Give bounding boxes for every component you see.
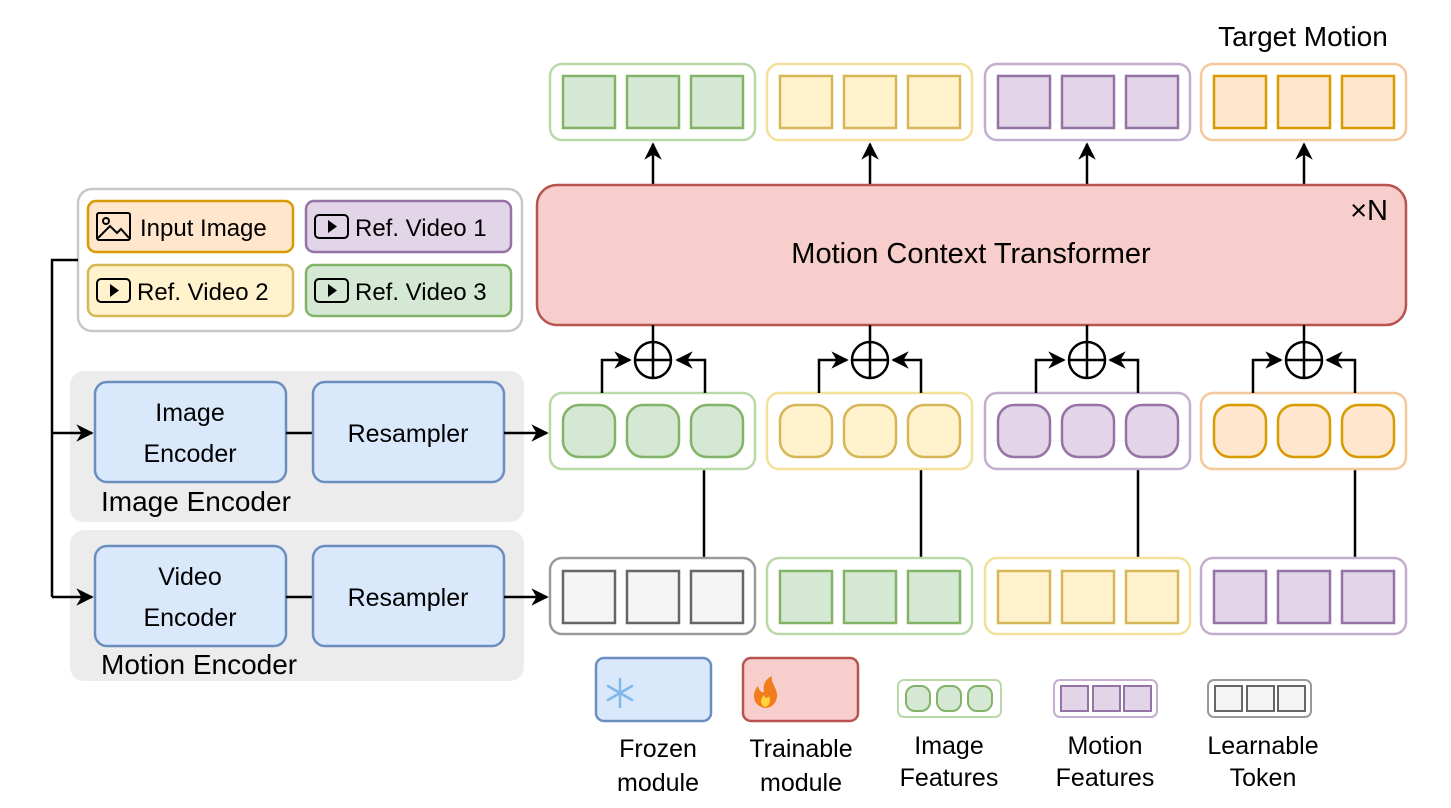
image-encoder-line2: Encoder bbox=[143, 440, 236, 468]
legend-image-features-line2: Features bbox=[900, 764, 999, 792]
legend-frozen-line2: module bbox=[617, 769, 699, 797]
image-icon bbox=[96, 212, 131, 241]
output-tokens-yellow bbox=[765, 62, 974, 142]
motion-encoder-group-title: Motion Encoder bbox=[101, 649, 297, 680]
image-features-orange bbox=[1199, 391, 1408, 471]
transformer-label: Motion Context Transformer bbox=[791, 238, 1151, 270]
image-features-purple bbox=[983, 391, 1192, 471]
output-tokens-orange bbox=[1199, 62, 1408, 142]
repeat-n-label: ×N bbox=[1350, 195, 1388, 227]
legend-image-features-swatch bbox=[897, 679, 1002, 718]
motion-tokens-green bbox=[765, 556, 974, 636]
inputs-panel: Input Image Ref. Video 1 Ref. Video 2 Re… bbox=[76, 187, 524, 333]
image-resampler-label: Resampler bbox=[348, 420, 469, 448]
motion-encoder-row: Video Encoder Resampler Motion Encoder bbox=[93, 544, 549, 680]
video-encoder-line1: Video bbox=[158, 563, 222, 591]
motion-tokens-yellow bbox=[983, 556, 1192, 636]
legend-trainable-swatch bbox=[741, 656, 860, 723]
legend-motion-features-line2: Features bbox=[1056, 764, 1155, 792]
ref-video-1-label: Ref. Video 1 bbox=[355, 215, 487, 242]
play-icon bbox=[96, 278, 131, 303]
legend-trainable-line2: module bbox=[760, 769, 842, 797]
legend-motion-features-line1: Motion bbox=[1067, 732, 1142, 760]
image-features-green bbox=[548, 391, 757, 471]
image-encoder-group-title: Image Encoder bbox=[101, 486, 291, 517]
input-connectors bbox=[50, 258, 94, 606]
snowflake-icon bbox=[606, 677, 634, 709]
play-icon bbox=[314, 278, 349, 303]
motion-tokens-purple bbox=[1199, 556, 1408, 636]
ref-video-2-label: Ref. Video 2 bbox=[137, 279, 269, 306]
image-encoder-row: Image Encoder Resampler Image Encoder bbox=[93, 380, 549, 517]
motion-context-transformer: Motion Context Transformer ×N bbox=[535, 183, 1408, 327]
oplus-junctions bbox=[600, 325, 1357, 393]
fire-icon bbox=[753, 676, 778, 708]
legend-learnable-token-swatch bbox=[1207, 679, 1312, 718]
output-tokens-purple bbox=[983, 62, 1192, 142]
image-encoder-line1: Image bbox=[155, 399, 224, 427]
legend-image-features-line1: Image bbox=[914, 732, 983, 760]
target-motion-label: Target Motion bbox=[1218, 21, 1388, 52]
legend-trainable-line1: Trainable bbox=[749, 735, 852, 763]
motion-resampler-label: Resampler bbox=[348, 584, 469, 612]
output-tokens-green bbox=[548, 62, 757, 142]
legend-frozen-swatch bbox=[594, 656, 713, 723]
learnable-tokens-gray bbox=[548, 556, 757, 636]
legend-learnable-line2: Token bbox=[1230, 764, 1297, 792]
legend-frozen-line1: Frozen bbox=[619, 735, 697, 763]
input-image-label: Input Image bbox=[140, 215, 267, 242]
ref-video-3-label: Ref. Video 3 bbox=[355, 279, 487, 306]
legend-learnable-line1: Learnable bbox=[1207, 732, 1318, 760]
token-connectors bbox=[702, 469, 1357, 558]
video-encoder-line2: Encoder bbox=[143, 604, 236, 632]
legend: Frozen module Trainable module Image Fea… bbox=[594, 656, 1319, 797]
image-features-yellow bbox=[765, 391, 974, 471]
play-icon bbox=[314, 214, 349, 239]
output-arrows bbox=[644, 142, 1313, 185]
legend-motion-features-swatch bbox=[1053, 679, 1158, 718]
